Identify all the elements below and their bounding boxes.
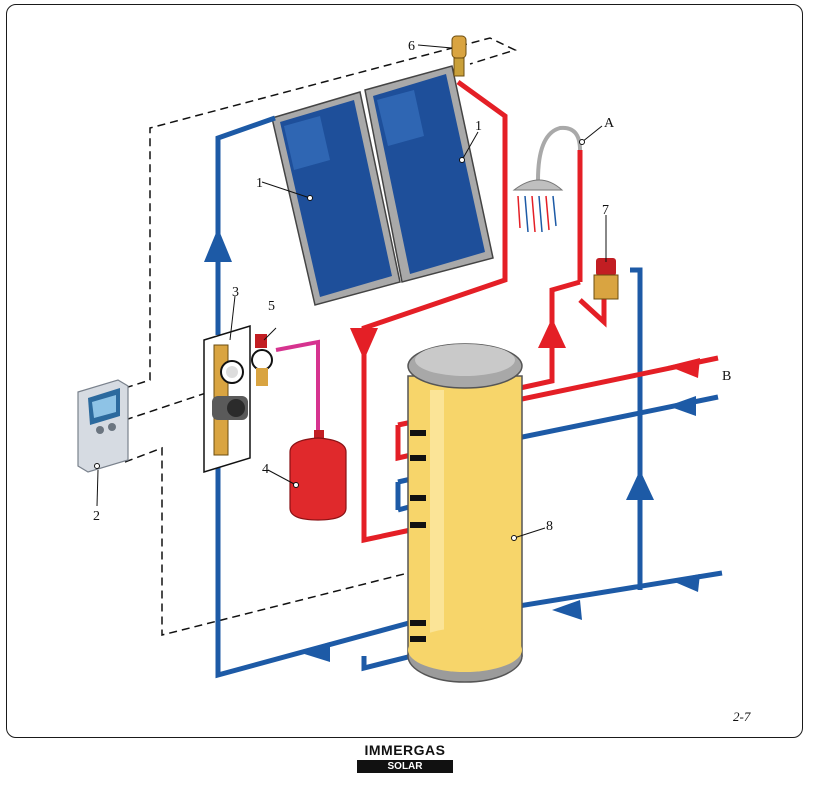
mixing-valve	[593, 258, 619, 300]
flow-arrows	[204, 228, 700, 662]
arrow-return-right	[670, 574, 700, 592]
diagram-frame	[6, 4, 803, 738]
leader-lines	[96, 44, 607, 539]
arrow-up-cold-right	[626, 470, 654, 500]
arrow-inlet-hot	[668, 358, 700, 378]
leader-dots	[94, 139, 585, 541]
air-vent	[451, 35, 467, 77]
label-storage-tank: 8	[546, 519, 553, 534]
label-pump-group: 3	[232, 285, 239, 300]
label-mixing-valve: 7	[602, 203, 609, 218]
solar-collector-right	[364, 65, 494, 283]
label-collector-left: 1	[256, 176, 263, 191]
expansion-vessel	[275, 339, 347, 521]
figure-number: 2-7	[733, 709, 751, 724]
controller-unit	[77, 379, 129, 473]
shower-head	[512, 125, 582, 233]
label-controller: 2	[93, 509, 100, 524]
arrow-cold-right	[668, 396, 696, 416]
immergas-logo: IMMERGAS SOLAR SOLUTIONS	[355, 742, 455, 785]
arrow-return-left	[298, 642, 330, 662]
logo-tagline: SOLAR SOLUTIONS	[357, 760, 453, 785]
label-safety-valve: 5	[268, 299, 275, 314]
arrow-up-cold	[204, 228, 232, 262]
control-wires	[124, 37, 518, 636]
arrow-down-hot	[350, 328, 378, 360]
label-collector-right: 1	[475, 119, 482, 134]
label-shower: A	[604, 116, 615, 131]
label-air-vent: 6	[408, 39, 415, 54]
logo-brand: IMMERGAS	[364, 742, 446, 758]
arrow-up-hot	[538, 318, 566, 348]
label-expansion-vessel: 4	[262, 462, 269, 477]
storage-tank	[407, 343, 523, 683]
pump-group	[203, 324, 273, 474]
label-cold-inlet: B	[722, 369, 731, 384]
solar-collector-left	[271, 91, 401, 306]
arrow-return-mid	[552, 600, 582, 620]
